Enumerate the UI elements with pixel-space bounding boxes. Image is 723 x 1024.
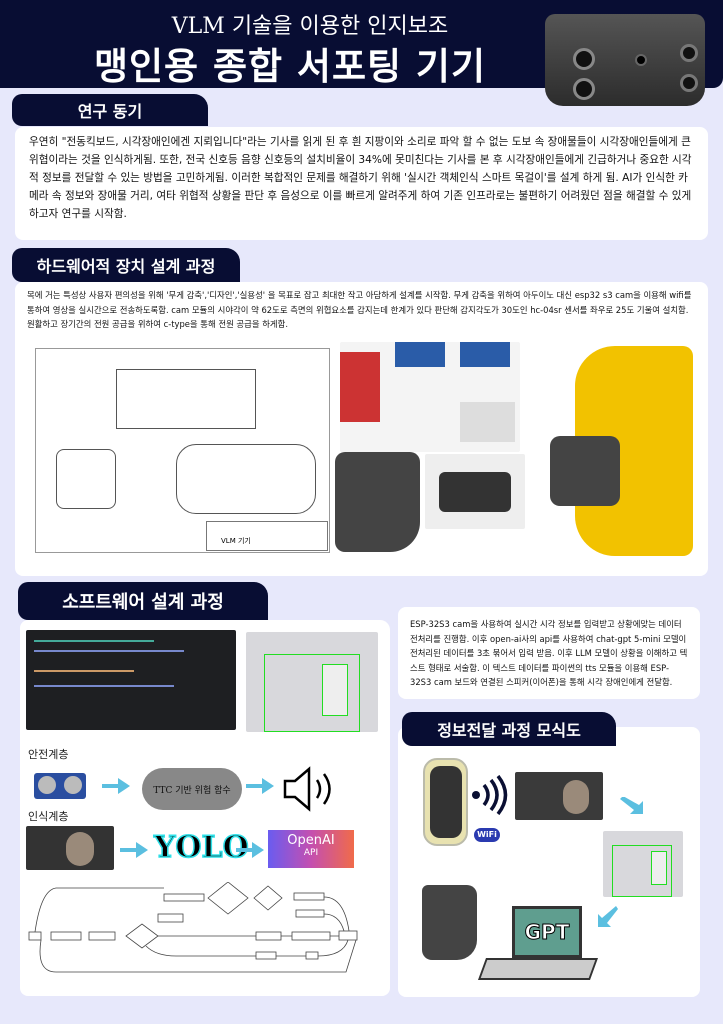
arrow-down-right-icon: [620, 797, 643, 814]
technical-drawing: VLM 기기: [35, 348, 330, 553]
motivation-text: 우연히 "전동킥보드, 시각장애인에겐 지뢰입니다"라는 기사를 읽게 된 후 …: [15, 127, 708, 240]
drawing-title: VLM 기기: [206, 521, 328, 551]
system-flowchart: [28, 882, 358, 973]
section-tab-diagram: 정보전달 과정 모식도: [402, 712, 616, 746]
safety-layer-label: 안전계층: [28, 748, 69, 761]
yolo-detection-screenshot: [246, 632, 378, 732]
yolo-logo: YOLO: [153, 829, 249, 866]
arrow-right-icon: [246, 778, 274, 794]
neckband-render-image: [422, 885, 477, 960]
hardware-text: 목에 거는 특성상 사용자 편의성을 위해 '무게 감축','디자인','실용성…: [27, 290, 692, 329]
laptop-keyboard-icon: [477, 958, 599, 980]
wireless-signal-icon: [472, 775, 508, 815]
device-front-render-image: [425, 454, 525, 529]
section-tab-hardware: 하드웨어적 장치 설계 과정: [12, 248, 240, 282]
arrow-right-icon: [236, 842, 264, 858]
mannequin-render-image: [550, 346, 693, 556]
arrow-right-icon: [120, 842, 148, 858]
laptop-gpt-icon: GPT: [512, 906, 582, 958]
hardware-card: 목에 거는 특성상 사용자 편의성을 위해 '무게 감축','디자인','실용성…: [15, 282, 708, 576]
wiring-diagram-image: [340, 342, 520, 452]
device-render-image: [545, 14, 705, 106]
camera-stream-screenshot: [515, 772, 603, 820]
poster-title: 맹인용 종합 서포팅 기기: [93, 44, 487, 88]
recognition-layer-label: 인식계층: [28, 810, 69, 823]
ultrasonic-sensor-icon: [34, 773, 86, 799]
arrow-down-left-icon: [598, 906, 618, 927]
api-label: API: [303, 848, 319, 858]
pipeline-text: ESP-32S3 cam을 사용하여 실시간 시각 정보를 입력받고 상황에맞는…: [398, 607, 700, 699]
wifi-logo: WiFi: [474, 828, 500, 842]
code-editor-screenshot: [26, 630, 236, 730]
poster-subtitle: VLM 기술을 이용한 인지보조: [171, 14, 449, 39]
gpt-label: GPT: [524, 920, 570, 945]
section-tab-software: 소프트웨어 설계 과정: [18, 582, 268, 620]
speaker-icon: [283, 766, 331, 812]
camera-stream-screenshot: [26, 826, 114, 870]
yolo-detection-screenshot: [603, 831, 683, 897]
device-topview-image: [423, 758, 468, 846]
section-tab-motivation: 연구 동기: [12, 94, 208, 126]
ttc-risk-function-node: TTC 기반 위험 함수: [142, 768, 242, 810]
openai-label: OpenAI: [287, 833, 335, 848]
neckband-render-image: [335, 452, 420, 552]
software-card: 안전계층 TTC 기반 위험 함수 인식계층 YOLO OpenAI API: [20, 620, 390, 996]
openai-api-logo: OpenAI API: [268, 830, 354, 868]
arrow-right-icon: [102, 778, 130, 794]
